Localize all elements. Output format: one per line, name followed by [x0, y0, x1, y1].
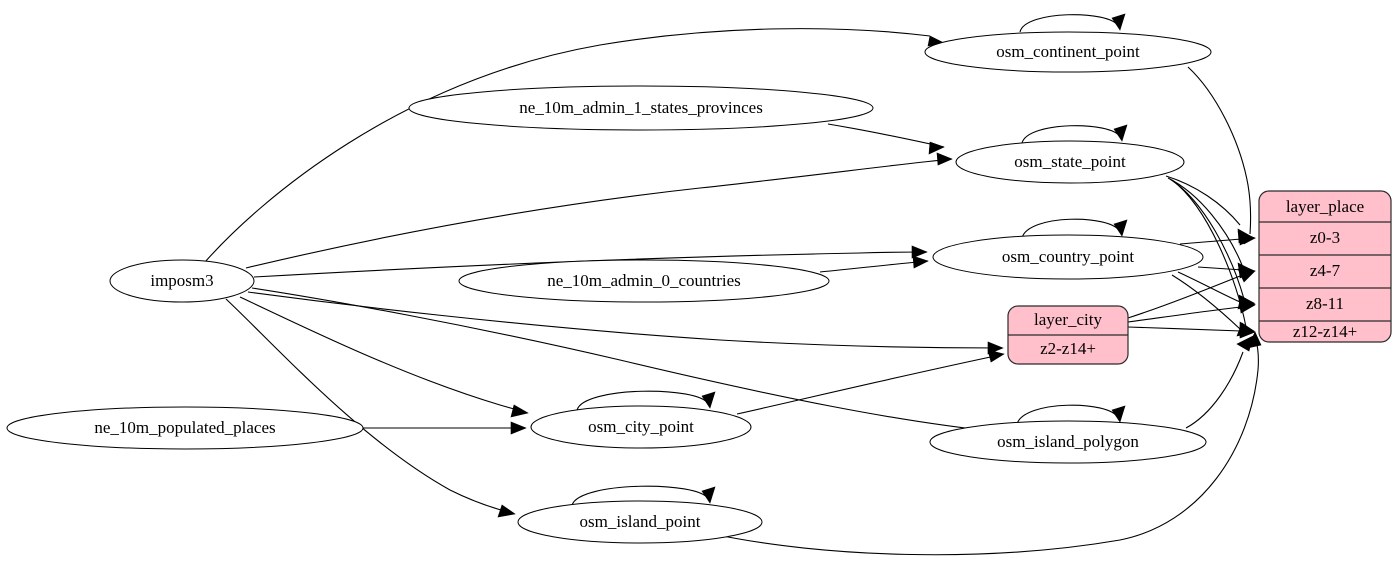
node-osm_city_point[interactable]: osm_city_point	[530, 405, 752, 449]
record-row-layer_place-z0_3[interactable]: z0-3	[1310, 228, 1340, 247]
node-ne_10m_populated_places[interactable]: ne_10m_populated_places	[6, 406, 364, 450]
arrowhead-icon	[1113, 219, 1128, 237]
node-label: osm_island_point	[580, 512, 701, 531]
record-node-layer_city[interactable]: layer_city z2-z14+	[1007, 305, 1129, 365]
selfloop-osm_island_point	[571, 485, 709, 506]
edge-osm_state_point-to-layer_place-z0_3	[1165, 175, 1241, 226]
record-row-layer_place-z12_z14[interactable]: z12-z14+	[1293, 322, 1357, 341]
arrowhead-icon	[1237, 268, 1256, 283]
node-osm_country_point[interactable]: osm_country_point	[932, 234, 1204, 280]
record-header-layer_city: layer_city	[1034, 310, 1102, 329]
node-label: osm_state_point	[1014, 152, 1126, 171]
node-label: osm_city_point	[588, 417, 694, 436]
node-shape-ellipse[interactable]	[517, 500, 763, 544]
edge-osm_country_point-to-layer_place-z12_z14	[1171, 274, 1241, 330]
node-label: ne_10m_admin_0_countries	[547, 271, 741, 290]
edge-osm_island_point-to-layer_place-z12_z14	[717, 339, 1259, 556]
selfloop-osm_continent_point	[1019, 14, 1119, 33]
node-ne_10m_admin_1_states_provinces[interactable]: ne_10m_admin_1_states_provinces	[408, 85, 874, 131]
node-shape-ellipse[interactable]	[6, 406, 364, 450]
node-shape-ellipse[interactable]	[932, 234, 1204, 280]
node-label: osm_continent_point	[996, 42, 1140, 61]
node-label: osm_country_point	[1002, 247, 1134, 266]
selfloop-osm_island_polygon	[1016, 404, 1119, 425]
selfloop-osm_country_point	[1021, 218, 1121, 239]
arrowhead-icon	[936, 152, 953, 166]
record-row-layer_place-z4_7[interactable]: z4-7	[1310, 261, 1341, 280]
arrowhead-icon	[1247, 331, 1262, 349]
edge-imposm3-to-layer_city	[247, 291, 1001, 349]
arrowhead-icon	[912, 255, 929, 269]
record-row-layer_place-z8_11[interactable]: z8-11	[1306, 294, 1344, 313]
node-imposm3[interactable]: imposm3	[109, 259, 255, 303]
record-node-layer_place[interactable]: layer_place z0-3 z4-7 z8-11 z12-z14+	[1258, 190, 1392, 343]
arrowhead-icon	[1113, 124, 1128, 142]
edge-layer_city-to-layer_place-z8_11	[1127, 306, 1242, 323]
node-label: osm_island_polygon	[997, 432, 1139, 451]
arrowhead-icon	[911, 245, 928, 259]
node-shape-ellipse[interactable]	[924, 31, 1212, 73]
edge-osm_city_point-to-layer_city	[736, 354, 1001, 415]
arrowhead-icon	[987, 349, 1005, 363]
edge-imposm3-to-osm_state_point	[245, 158, 953, 269]
edge-imposm3-to-osm_island_point	[225, 298, 513, 514]
node-shape-ellipse[interactable]	[109, 259, 255, 303]
edge-layer_city-to-layer_place-z4_7	[1127, 275, 1241, 319]
edge-osm_island_polygon-to-layer_place-z12_z14	[1185, 351, 1244, 429]
record-header-layer_place: layer_place	[1286, 197, 1364, 216]
record-layer: layer_city z2-z14+ layer_place z0-3 z4-7…	[1007, 190, 1392, 365]
record-box-layer_place[interactable]	[1258, 190, 1392, 343]
edge-osm_country_point-to-layer_place-z0_3	[1179, 238, 1244, 245]
node-label: ne_10m_admin_1_states_provinces	[519, 98, 763, 117]
node-layer: imposm3 ne_10m_populated_places ne_10m_a…	[6, 31, 1212, 544]
arrowhead-icon	[701, 486, 716, 504]
node-osm_island_polygon[interactable]: osm_island_polygon	[929, 420, 1207, 464]
edge-osm_state_point-to-layer_place-z4_7	[1167, 177, 1243, 266]
arrowhead-icon	[497, 504, 516, 518]
node-osm_state_point[interactable]: osm_state_point	[955, 140, 1185, 184]
node-shape-ellipse[interactable]	[929, 420, 1207, 464]
arrowhead-icon	[510, 404, 529, 418]
edge-layer_city-to-layer_place-z12_z14	[1127, 326, 1242, 332]
arrowhead-icon	[1111, 405, 1126, 423]
edge-imposm3-to-osm_island_polygon	[251, 287, 1001, 433]
edge-imposm3-to-osm_country_point	[253, 251, 928, 278]
edge-osm_continent_point-to-layer_place-z0_3	[1187, 66, 1252, 235]
arrowhead-icon	[510, 421, 527, 435]
arrowhead-icon	[1239, 325, 1256, 339]
arrowhead-icon	[701, 391, 716, 409]
node-shape-ellipse[interactable]	[955, 140, 1185, 184]
selfloop-osm_city_point	[576, 390, 709, 411]
node-osm_continent_point[interactable]: osm_continent_point	[924, 31, 1212, 73]
node-osm_island_point[interactable]: osm_island_point	[517, 500, 763, 544]
node-shape-ellipse[interactable]	[408, 85, 874, 131]
edge-imposm3-to-osm_continent_point	[204, 28, 931, 263]
node-shape-ellipse[interactable]	[530, 405, 752, 449]
edge-layer	[204, 13, 1262, 556]
node-label: imposm3	[150, 271, 213, 290]
node-ne_10m_admin_0_countries[interactable]: ne_10m_admin_0_countries	[458, 259, 830, 303]
node-label: ne_10m_populated_places	[94, 418, 275, 437]
selfloop-osm_state_point	[1021, 125, 1121, 144]
node-shape-ellipse[interactable]	[458, 259, 830, 303]
arrowhead-icon	[1239, 231, 1256, 246]
arrowhead-icon	[1111, 13, 1126, 31]
arrowhead-icon	[1238, 299, 1256, 314]
record-row-layer_city-z2_z14[interactable]: z2-z14+	[1040, 339, 1096, 358]
arrowhead-icon	[928, 141, 945, 155]
